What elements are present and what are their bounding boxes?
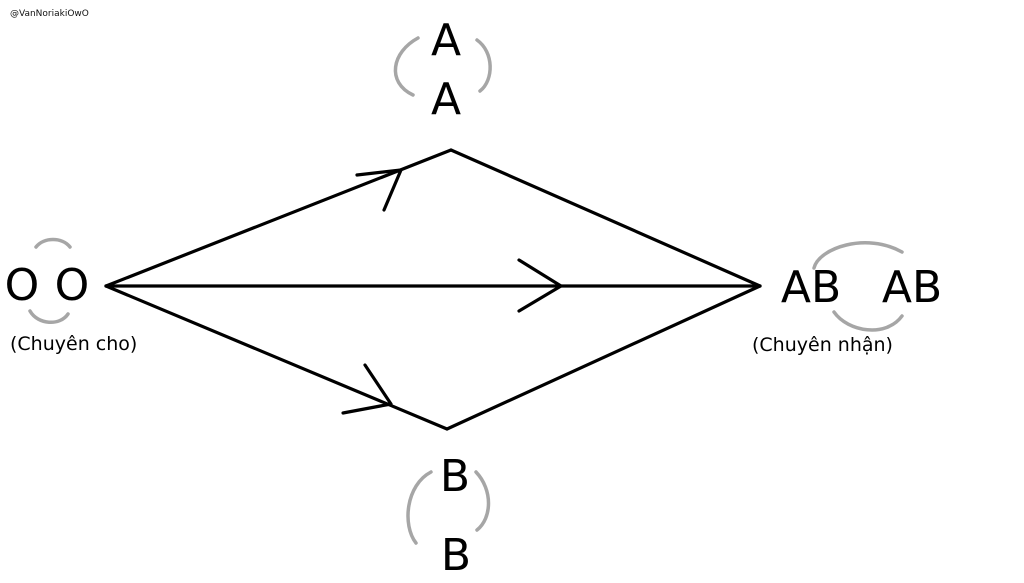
arrowheads xyxy=(341,168,563,415)
edge-b-to-ab xyxy=(445,284,762,431)
node-a-top-letter: A xyxy=(431,15,461,66)
arrowhead-to-b xyxy=(341,363,393,415)
bracket-a-right xyxy=(475,38,492,93)
bracket-b-left xyxy=(406,470,433,545)
node-o-first-letter: O xyxy=(5,260,40,311)
bracket-ab-bottom xyxy=(832,310,904,332)
node-a: A A xyxy=(431,15,461,125)
node-o: O O (Chuyên cho) xyxy=(5,260,138,355)
bracket-ab-top xyxy=(812,241,904,270)
node-b-bottom-letter: B xyxy=(441,530,471,581)
node-ab-caption: (Chuyên nhận) xyxy=(752,334,893,356)
bracket-a-left xyxy=(393,36,420,97)
edges xyxy=(104,148,762,431)
arrowhead-to-a xyxy=(355,168,403,212)
bracket-b-right xyxy=(474,470,491,532)
edge-a-to-ab xyxy=(449,148,762,288)
node-ab: AB AB (Chuyên nhận) xyxy=(752,262,942,356)
watermark: @VanNoriakiOwO xyxy=(10,9,89,19)
bracket-o-top xyxy=(34,237,72,249)
node-o-caption: (Chuyên cho) xyxy=(10,333,137,355)
node-b: B B xyxy=(440,451,471,581)
brackets xyxy=(28,36,904,545)
node-o-second-letter: O xyxy=(55,260,90,311)
edge-o-to-a xyxy=(104,148,453,288)
node-a-bottom-letter: A xyxy=(431,74,461,125)
node-ab-second-label: AB xyxy=(882,262,942,313)
bracket-o-bottom xyxy=(28,309,70,324)
node-b-top-letter: B xyxy=(440,451,470,502)
edge-o-to-b xyxy=(104,284,449,431)
arrowhead-to-ab xyxy=(517,258,563,313)
node-ab-first-label: AB xyxy=(781,262,841,313)
